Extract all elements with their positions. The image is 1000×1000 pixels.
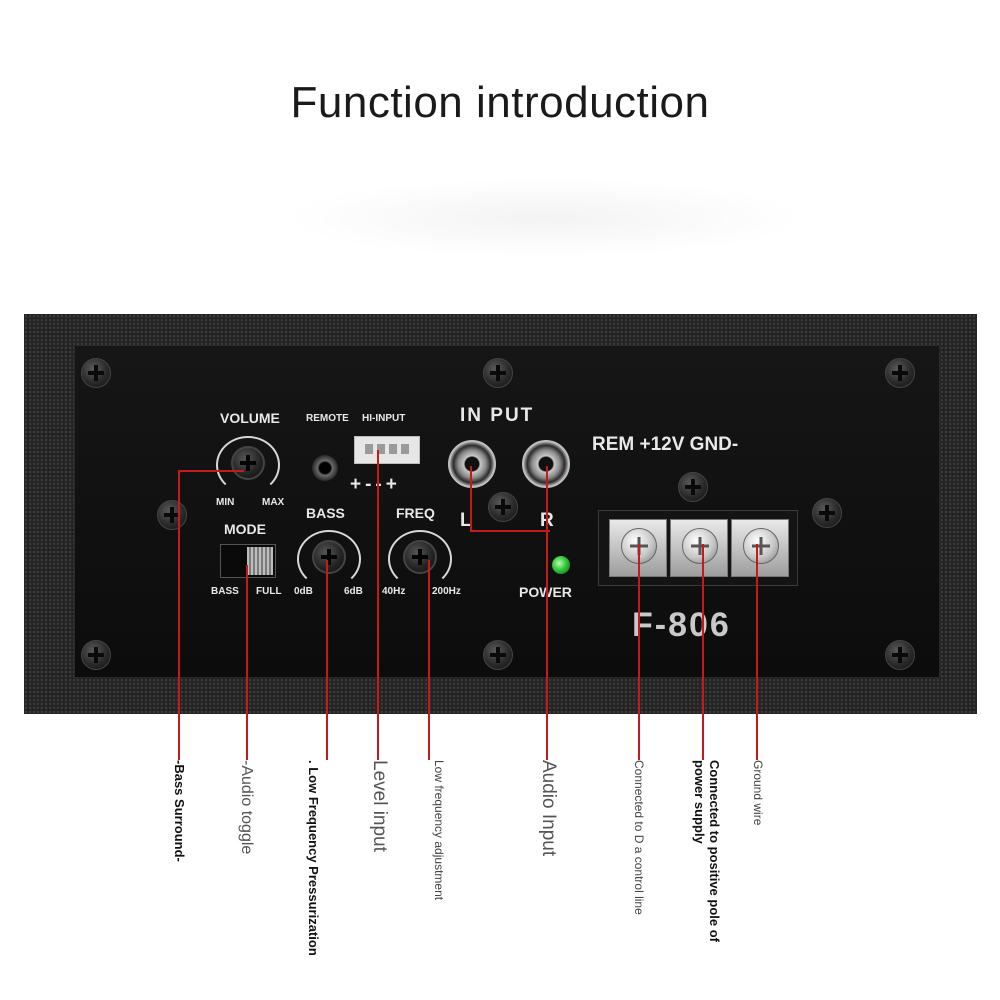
annotation-low-frequency-adjustment: Low frequency adjustment xyxy=(432,760,446,901)
terminal-12v[interactable] xyxy=(670,519,728,577)
annotation-audio-input: Audio Input xyxy=(538,760,559,857)
callout-line xyxy=(326,560,328,760)
mode-full-label: FULL xyxy=(256,586,282,597)
annotation-low-frequency-pressurization: . Low Frequency Pressurization xyxy=(306,760,321,956)
callout-line xyxy=(470,530,550,532)
hi-input-label: HI-INPUT xyxy=(362,413,406,424)
rca-input-left[interactable] xyxy=(448,440,496,488)
bass-knob[interactable] xyxy=(312,540,346,574)
callout-line xyxy=(246,565,248,760)
callout-line xyxy=(702,544,704,760)
freq-knob[interactable] xyxy=(403,540,437,574)
screw-icon xyxy=(488,492,518,522)
input-left-label: L xyxy=(460,510,472,531)
screw-icon xyxy=(885,640,915,670)
hi-input-connector[interactable] xyxy=(354,436,420,464)
freq-max-label: 200Hz xyxy=(432,586,461,597)
mode-switch[interactable] xyxy=(220,544,276,578)
volume-scale-arc xyxy=(216,436,280,494)
screw-icon xyxy=(81,640,111,670)
mode-label: MODE xyxy=(224,521,266,537)
screw-icon xyxy=(81,358,111,388)
annotation-audio-toggle: -Audio toggle xyxy=(238,760,255,855)
terminal-gnd[interactable] xyxy=(731,519,789,577)
volume-label: VOLUME xyxy=(220,410,280,426)
bass-label: BASS xyxy=(306,505,345,521)
callout-line xyxy=(178,470,180,760)
bass-max-label: 6dB xyxy=(344,586,363,597)
page-title: Function introduction xyxy=(290,78,710,127)
screw-icon xyxy=(483,640,513,670)
mode-bass-label: BASS xyxy=(211,586,239,597)
screw-icon xyxy=(678,472,708,502)
annotation-ground-wire: Ground wire xyxy=(751,760,765,826)
callout-line xyxy=(756,544,758,760)
hi-input-polarity: +--+ xyxy=(350,474,401,495)
freq-min-label: 40Hz xyxy=(382,586,406,597)
power-label: POWER xyxy=(519,584,572,600)
volume-knob[interactable] xyxy=(231,446,265,480)
screw-icon xyxy=(885,358,915,388)
background-haze xyxy=(285,178,805,258)
callout-line xyxy=(377,450,379,760)
input-label: IN PUT xyxy=(460,405,535,426)
remote-jack[interactable] xyxy=(312,455,338,481)
callout-line xyxy=(428,560,430,760)
freq-label: FREQ xyxy=(396,505,435,521)
bass-scale-arc xyxy=(297,530,361,588)
callout-line xyxy=(178,470,244,472)
screw-icon xyxy=(483,358,513,388)
remote-label: REMOTE xyxy=(306,413,349,424)
callout-line xyxy=(638,544,640,760)
screw-icon xyxy=(812,498,842,528)
callout-line xyxy=(470,466,472,532)
power-led-icon xyxy=(552,556,570,574)
freq-scale-arc xyxy=(388,530,452,588)
callout-line xyxy=(546,466,548,760)
model-number: F-806 xyxy=(632,606,731,644)
annotation-bass-surround: -Bass Surround- xyxy=(172,760,187,862)
annotation-level-input: Level input xyxy=(369,760,390,852)
bass-min-label: 0dB xyxy=(294,586,313,597)
volume-max-label: MAX xyxy=(262,497,285,508)
terminal-label: REM +12V GND- xyxy=(592,434,739,455)
screw-icon xyxy=(157,500,187,530)
volume-min-label: MIN xyxy=(216,497,235,508)
power-terminal-block xyxy=(598,510,798,586)
annotation-positive-pole: Connected to positive pole of power supp… xyxy=(692,760,722,943)
annotation-control-line: Connected to D a control line xyxy=(632,760,646,915)
